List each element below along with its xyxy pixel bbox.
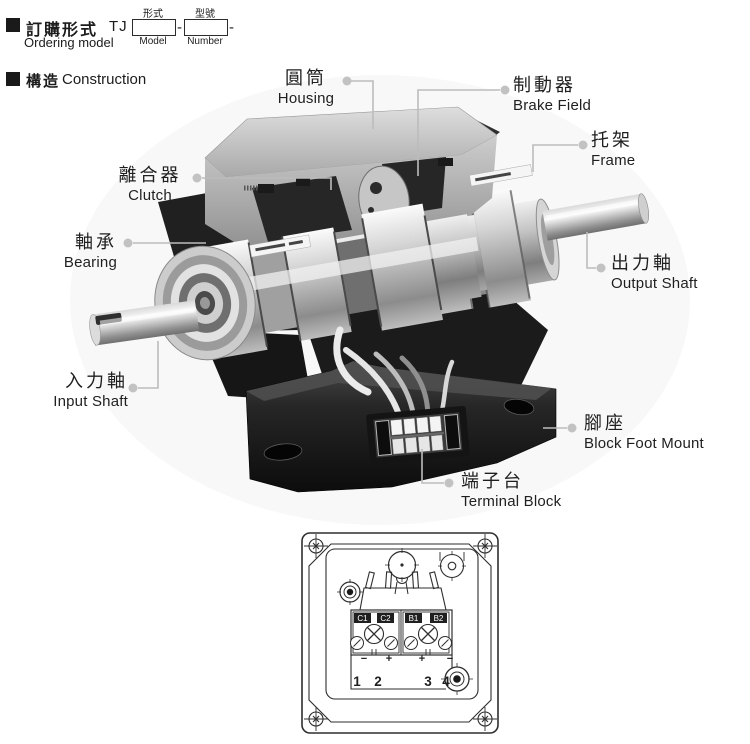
part-label-housing: 圓筒 Housing — [264, 68, 348, 108]
terminal-label-c1: C1 — [357, 614, 368, 623]
terminal-strip: C1 C2 B1 B2 — [350, 609, 453, 656]
output-shaft-shape — [542, 193, 649, 241]
part-label-bearing-zh: 軸承 — [75, 232, 117, 252]
pin-number-2: 2 — [374, 674, 382, 689]
ordering-title-en: Ordering model — [24, 35, 114, 50]
part-label-clutch-zh: 離合器 — [118, 165, 182, 185]
part-label-terminal-block-zh: 端子台 — [461, 471, 524, 491]
part-label-input-shaft-en: Input Shaft — [53, 393, 128, 410]
terminal-lower-housing: − + + − 1 2 3 4 — [350, 653, 453, 690]
part-label-clutch: 離合器 Clutch — [108, 165, 192, 205]
ordering-title-zh: 訂購形式 — [26, 22, 99, 39]
part-label-brake-field-zh: 制動器 — [513, 75, 576, 95]
panel-screw-bottom-right — [441, 663, 473, 695]
part-label-block-foot-mount: 腳座 Block Foot Mount — [584, 413, 704, 453]
part-label-frame-en: Frame — [591, 152, 636, 169]
connector-body — [359, 571, 447, 611]
part-label-terminal-block: 端子台 Terminal Block — [461, 471, 561, 511]
ordering-code: TJ — [109, 18, 128, 35]
number-box-caption-zh: 型號 — [195, 9, 215, 20]
nameplate-sticker — [249, 234, 312, 258]
construction-title-zh: 構造 — [26, 73, 61, 90]
input-shaft-shape — [89, 300, 200, 346]
pin-number-3: 3 — [424, 674, 432, 689]
terminal-label-b2: B2 — [434, 614, 444, 623]
part-label-output-shaft: 出力軸 Output Shaft — [611, 253, 698, 293]
part-label-block-foot-mount-zh: 腳座 — [584, 413, 626, 433]
machine-photo — [70, 75, 690, 525]
number-box — [184, 19, 228, 36]
part-label-brake-field-en: Brake Field — [513, 97, 592, 114]
part-label-brake-field: 制動器 Brake Field — [513, 75, 591, 115]
part-label-clutch-en: Clutch — [128, 187, 172, 204]
part-label-housing-en: Housing — [277, 90, 335, 107]
terminal-label-c2: C2 — [380, 614, 391, 623]
dash-2: - — [229, 19, 234, 36]
model-box-caption-en: Model — [139, 36, 167, 47]
part-label-input-shaft: 入力軸 Input Shaft — [24, 371, 128, 411]
section-bullet-icon — [6, 18, 20, 32]
part-label-input-shaft-zh: 入力軸 — [65, 371, 128, 391]
construction-title-en: Construction — [62, 71, 147, 88]
dash-1: - — [177, 19, 182, 36]
nameplate-sticker-2 — [469, 164, 533, 187]
part-label-terminal-block-en: Terminal Block — [461, 493, 562, 510]
part-label-bearing-en: Bearing — [63, 254, 117, 271]
model-box — [132, 19, 176, 36]
polarity-2: + — [386, 653, 392, 665]
polarity-4: − — [447, 653, 453, 665]
part-label-output-shaft-zh: 出力軸 — [611, 253, 674, 273]
leader-dots — [123, 76, 606, 488]
leader-lines — [133, 80, 596, 484]
model-box-caption-zh: 形式 — [143, 9, 163, 20]
panel-screw-left — [337, 579, 363, 605]
polarity-3: + — [419, 653, 425, 665]
pin-number-1: 1 — [353, 674, 361, 689]
corner-screws — [304, 534, 497, 731]
part-label-frame: 托架 Frame — [591, 130, 635, 170]
polarity-1: − — [361, 653, 367, 665]
part-label-output-shaft-en: Output Shaft — [611, 275, 698, 292]
terminal-block-shape — [366, 405, 470, 465]
terminal-wiring-diagram: C1 C2 B1 B2 — [301, 532, 499, 734]
number-box-caption-en: Number — [187, 36, 223, 47]
part-label-housing-zh: 圓筒 — [285, 68, 327, 88]
pin-number-4: 4 — [442, 674, 450, 689]
part-label-frame-zh: 托架 — [591, 130, 633, 150]
part-label-bearing: 軸承 Bearing — [29, 232, 117, 272]
section-bullet-icon — [6, 72, 20, 86]
terminal-label-b1: B1 — [409, 614, 419, 623]
part-label-block-foot-mount-en: Block Foot Mount — [584, 435, 704, 452]
gland-boss — [438, 551, 466, 581]
